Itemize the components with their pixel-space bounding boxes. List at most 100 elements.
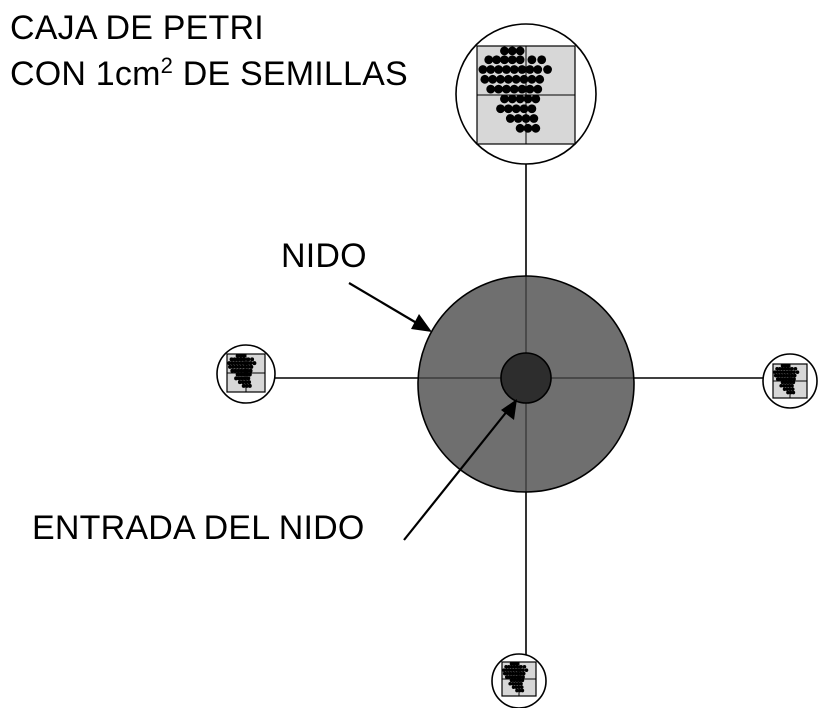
seed xyxy=(516,671,521,676)
seed xyxy=(252,361,257,366)
seed xyxy=(520,688,525,693)
seed xyxy=(244,372,249,377)
seed xyxy=(513,675,517,679)
title-line-1: CAJA DE PETRI xyxy=(10,9,264,47)
seed xyxy=(775,377,780,381)
seed xyxy=(773,370,777,374)
seed xyxy=(246,376,251,381)
seed xyxy=(533,84,543,94)
seed xyxy=(525,84,535,94)
seed xyxy=(783,380,788,385)
seed xyxy=(515,688,519,693)
seed xyxy=(786,390,790,395)
seed xyxy=(775,370,780,374)
seed xyxy=(537,55,547,65)
seed xyxy=(781,370,785,374)
seed xyxy=(518,668,523,672)
seed xyxy=(535,74,545,84)
seed xyxy=(486,65,496,74)
seed xyxy=(519,685,524,689)
seed xyxy=(229,357,234,362)
seed xyxy=(519,664,523,669)
seed xyxy=(247,380,252,385)
seed xyxy=(233,361,238,366)
seed xyxy=(543,65,552,74)
seed xyxy=(782,383,786,388)
seed xyxy=(786,370,791,374)
seed xyxy=(241,353,246,358)
seed xyxy=(242,368,247,373)
seed xyxy=(521,675,525,679)
seed xyxy=(484,55,494,65)
seed xyxy=(504,675,509,679)
seed xyxy=(240,380,245,385)
seed xyxy=(241,383,246,388)
seed xyxy=(521,114,531,123)
seed xyxy=(515,55,525,65)
seed xyxy=(235,353,240,358)
seed xyxy=(510,675,514,679)
seed xyxy=(245,368,250,373)
seed xyxy=(511,671,515,676)
nest-entrance xyxy=(500,352,552,404)
seed xyxy=(244,383,249,388)
title-line-2-text: CON 1cm xyxy=(10,55,161,93)
seed xyxy=(241,357,246,362)
seed xyxy=(782,373,786,378)
seed xyxy=(782,387,787,391)
seed xyxy=(504,664,508,669)
seed xyxy=(788,380,793,385)
seed xyxy=(239,361,244,366)
seed xyxy=(785,387,790,391)
seed xyxy=(788,390,793,395)
seed xyxy=(231,364,236,369)
seed xyxy=(509,661,514,666)
seed xyxy=(531,94,541,104)
nest-entrance-label: ENTRADA DEL NIDO xyxy=(32,509,365,547)
seed xyxy=(524,668,529,672)
seed xyxy=(502,65,511,74)
seed xyxy=(787,373,792,378)
seed xyxy=(779,373,783,378)
seed xyxy=(243,376,248,381)
seed xyxy=(776,373,781,378)
seed xyxy=(238,353,243,358)
seed xyxy=(786,380,790,385)
seed xyxy=(496,104,505,114)
seed xyxy=(227,361,232,366)
seed xyxy=(496,74,505,84)
seed xyxy=(784,383,789,388)
seed xyxy=(234,364,239,369)
seed xyxy=(511,685,516,689)
seed xyxy=(494,65,503,74)
seed xyxy=(478,65,488,74)
seed xyxy=(507,55,517,65)
seed xyxy=(511,104,521,114)
seed xyxy=(523,123,533,133)
seed xyxy=(246,357,251,362)
seed xyxy=(509,65,519,74)
seed xyxy=(503,104,513,114)
seed xyxy=(775,366,779,371)
seed xyxy=(238,357,243,362)
seed xyxy=(247,383,252,388)
petri-dish-east xyxy=(762,353,818,409)
seed xyxy=(505,114,515,123)
seed xyxy=(235,372,240,377)
seed xyxy=(790,383,794,388)
seed xyxy=(780,380,785,385)
seed xyxy=(507,675,512,679)
seed xyxy=(519,74,529,84)
seed xyxy=(787,383,792,388)
seed xyxy=(246,364,251,369)
title-line-2-text-end: DE SEMILLAS xyxy=(173,55,408,93)
seed xyxy=(533,65,543,74)
seed xyxy=(781,377,785,381)
seed xyxy=(778,377,783,381)
seed xyxy=(791,390,796,395)
seed xyxy=(786,366,790,371)
seed xyxy=(515,46,525,56)
seed xyxy=(789,377,794,381)
title-line-2-superscript: 2 xyxy=(160,53,174,78)
